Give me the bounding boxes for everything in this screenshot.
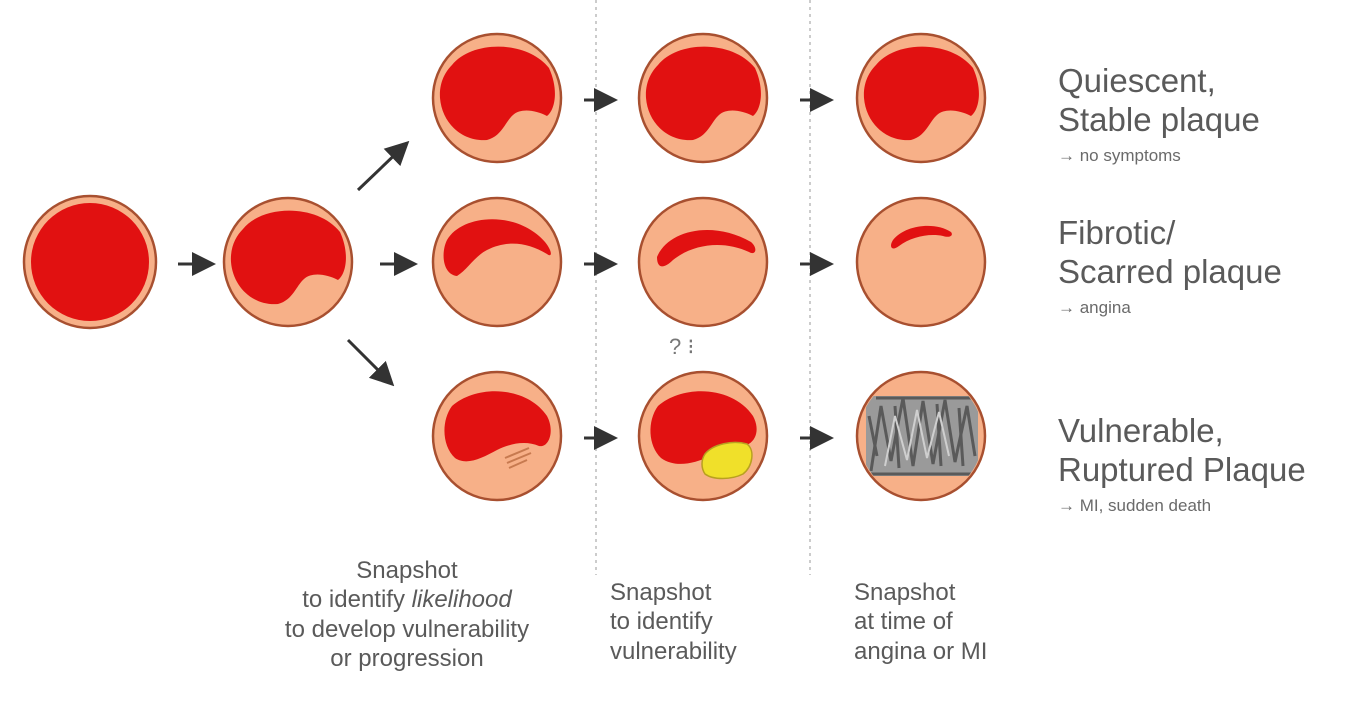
- vessel-fibrotic-plaque-1: [433, 198, 561, 326]
- snapshot-emphasis: likelihood: [412, 586, 512, 613]
- vessel-ruptured-plaque: [857, 372, 985, 500]
- snapshot-text: to identify: [302, 586, 411, 613]
- snapshot-line: Snapshot: [610, 578, 810, 607]
- outcome-title-line2: Ruptured Plaque: [1058, 451, 1306, 490]
- snapshot-line: to identify: [610, 607, 810, 636]
- snapshot-line: at time of: [854, 607, 1054, 636]
- outcome-title-line1: Vulnerable,: [1058, 412, 1306, 451]
- outcome-note: → no symptoms: [1058, 146, 1260, 166]
- vessel-early-plaque: [224, 198, 352, 326]
- vessel-fibrotic-plaque-2: [639, 198, 767, 326]
- vessel-stable-plaque: [433, 34, 561, 162]
- arrow-early-to-stable: [358, 145, 405, 190]
- arrow-early-to-vulnerable: [348, 340, 390, 382]
- vessel-normal: [24, 196, 156, 328]
- outcome-label-vulnerable: Vulnerable, Ruptured Plaque → MI, sudden…: [1058, 412, 1306, 516]
- vessel-stable-plaque-2: [639, 34, 767, 162]
- outcome-note: → angina: [1058, 298, 1282, 318]
- snapshot-line: vulnerability: [610, 637, 810, 666]
- vessel-vulnerable-plaque-1: [433, 372, 561, 500]
- snapshot-caption-angina: Snapshot at time of angina or MI: [854, 578, 1054, 666]
- vessel-fibrotic-plaque-3: [857, 198, 985, 326]
- outcome-label-stable: Quiescent, Stable plaque → no symptoms: [1058, 62, 1260, 166]
- snapshot-line: Snapshot: [854, 578, 1054, 607]
- outcome-title-line1: Quiescent,: [1058, 62, 1260, 101]
- outcome-title-line2: Scarred plaque: [1058, 253, 1282, 292]
- snapshot-line: or progression: [212, 644, 602, 673]
- uncertainty-marker: ? ⁝: [669, 334, 694, 360]
- snapshot-line: to develop vulnerability: [212, 615, 602, 644]
- vessel-vulnerable-plaque-2: [639, 372, 767, 500]
- outcome-label-fibrotic: Fibrotic/ Scarred plaque → angina: [1058, 214, 1282, 318]
- snapshot-caption-vulnerability: Snapshot to identify vulnerability: [610, 578, 810, 666]
- snapshot-caption-likelihood: Snapshot to identify likelihood to devel…: [212, 556, 602, 673]
- vessel-stable-plaque-3: [857, 34, 985, 162]
- snapshot-line: Snapshot: [212, 556, 602, 585]
- outcome-note: → MI, sudden death: [1058, 496, 1306, 516]
- snapshot-line: angina or MI: [854, 637, 1054, 666]
- outcome-title-line2: Stable plaque: [1058, 101, 1260, 140]
- snapshot-line: to identify likelihood: [212, 585, 602, 614]
- outcome-title-line1: Fibrotic/: [1058, 214, 1282, 253]
